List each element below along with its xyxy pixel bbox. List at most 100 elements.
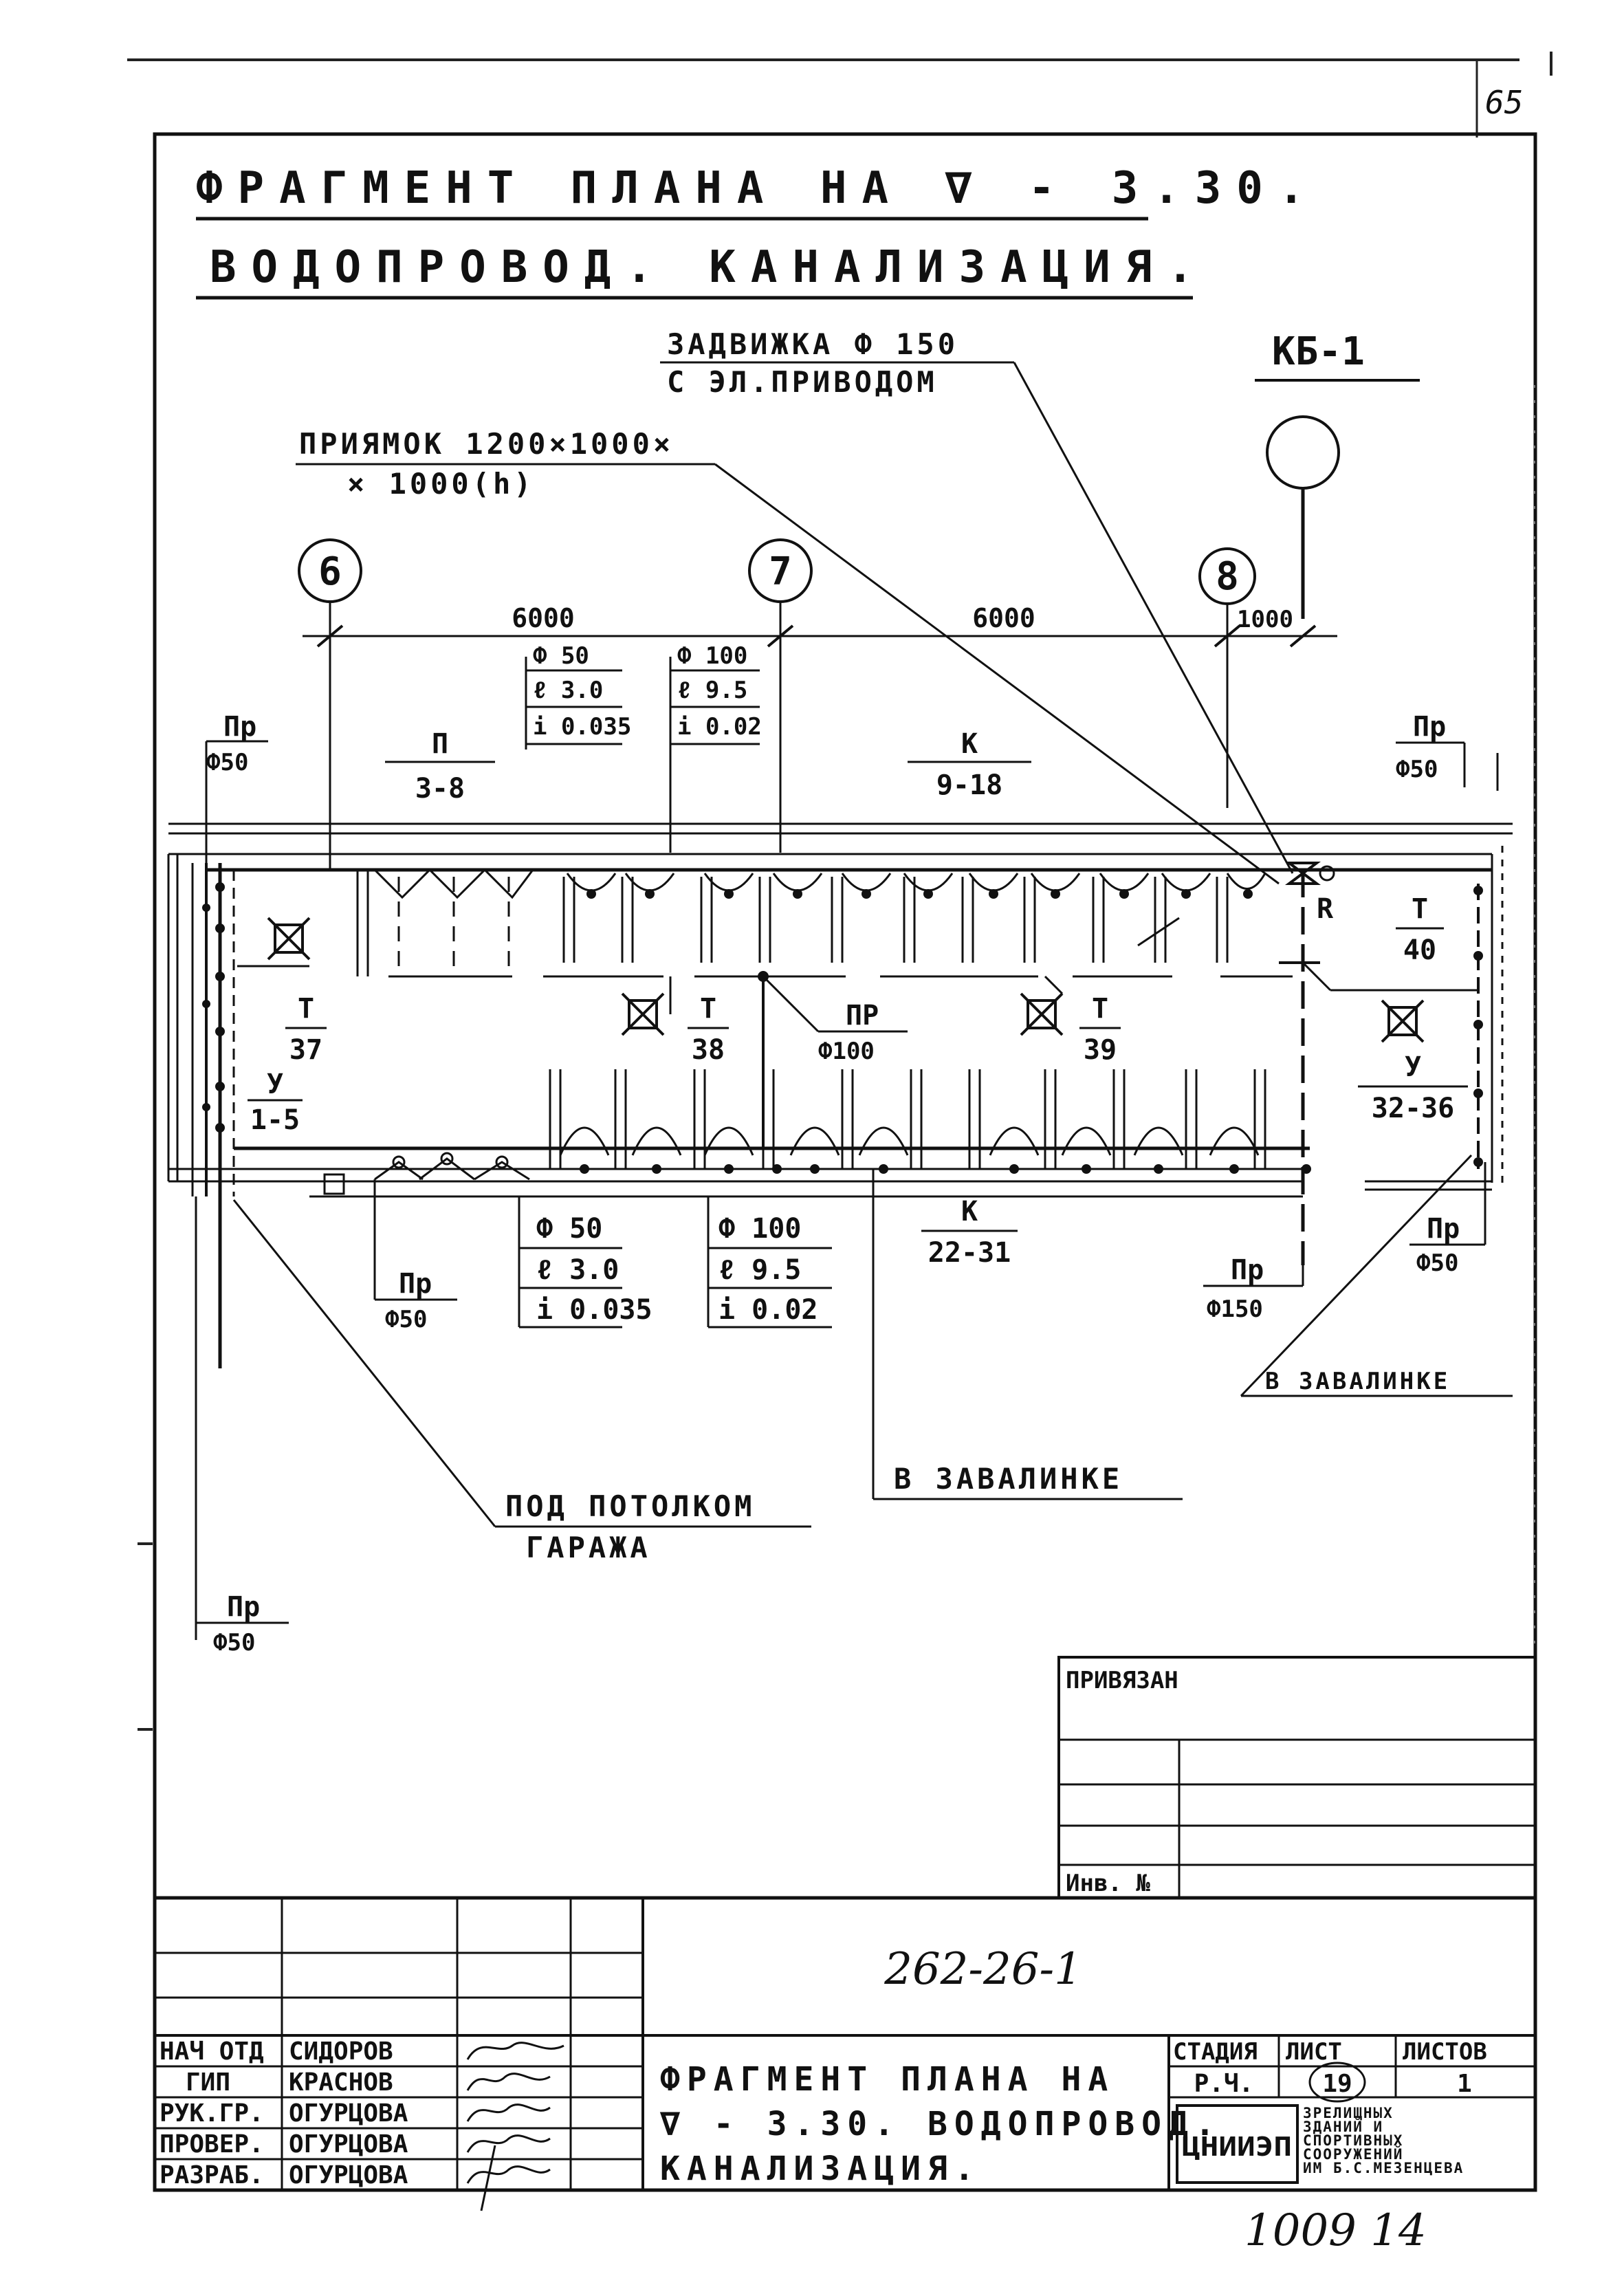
t40-top: Т bbox=[1412, 893, 1428, 925]
u1-bottom: 1-5 bbox=[250, 1104, 300, 1136]
riser-bottom-right-50-diameter: Ф50 bbox=[1416, 1249, 1458, 1277]
riser-bottom-right-150-type: Пр bbox=[1231, 1254, 1264, 1286]
top-stall-2 bbox=[621, 873, 675, 963]
fixture-group-t40: Т 40 bbox=[1396, 893, 1444, 966]
axis-7-label: 7 bbox=[769, 549, 792, 594]
floor-drain-40 bbox=[1381, 999, 1425, 1043]
drain-4 bbox=[793, 889, 802, 899]
fitting-1 bbox=[215, 882, 225, 892]
pipe-bottom-b-length: ℓ 9.5 bbox=[718, 1254, 801, 1286]
building-plan: R bbox=[167, 822, 1513, 1368]
org-line-4: СООРУЖЕНИЙ bbox=[1303, 2145, 1403, 2163]
drawing-name-line-1: ФРАГМЕНТ ПЛАНА НА bbox=[660, 2060, 1115, 2099]
drawing-title-line-2: ВОДОПРОВОД. КАНАЛИЗАЦИЯ. bbox=[210, 242, 1209, 293]
backfill-right-leader bbox=[1240, 1154, 1473, 1397]
washbasin-pipework bbox=[374, 1157, 530, 1181]
funnel-3 bbox=[483, 868, 534, 899]
bottom-drain-10 bbox=[1229, 1164, 1239, 1174]
fixture-group-p: П 3-8 bbox=[385, 728, 495, 805]
fixture-group-k2-bottom: 22-31 bbox=[928, 1237, 1011, 1269]
signature-2 bbox=[466, 2073, 551, 2091]
archive-number: 1009 14 bbox=[1244, 2205, 1427, 2256]
pipe-table-top-b: Ф 100 ℓ 9.5 i 0.02 bbox=[669, 642, 762, 853]
bottom-drain-3 bbox=[724, 1164, 734, 1174]
top-stall-10 bbox=[1154, 873, 1211, 963]
axis-6-label: 6 bbox=[318, 549, 342, 594]
riser-bottom-right-50-type: Пр bbox=[1427, 1213, 1460, 1245]
doc-number: 262-26-1 bbox=[884, 1944, 1082, 1995]
drain-7 bbox=[989, 889, 998, 899]
riser-far-bottom-left-diameter: Ф50 bbox=[213, 1629, 255, 1657]
floor-drains bbox=[267, 917, 1425, 1043]
binding-stamp-header: ПРИВЯЗАН bbox=[1066, 1667, 1178, 1694]
drawing-title-line-1: ФРАГМЕНТ ПЛАНА НА ∇ - 3.30. bbox=[196, 163, 1319, 214]
floor-drain-39-box bbox=[1027, 999, 1057, 1029]
pipe-top-b-diameter: Ф 100 bbox=[677, 642, 747, 670]
ceiling-leader bbox=[232, 1199, 496, 1527]
right-fitting-1 bbox=[1473, 886, 1483, 895]
fixture-group-t38: Т 38 bbox=[688, 993, 729, 1066]
drain-39-branch bbox=[1044, 975, 1064, 995]
pipe-top-b-slope: i 0.02 bbox=[677, 713, 762, 741]
pipe-top-a-diameter: Ф 50 bbox=[533, 642, 589, 670]
fixture-group-k-top: К 9-18 bbox=[908, 728, 1031, 801]
floor-drain-40-diag-2 bbox=[1381, 999, 1425, 1043]
fitting-9 bbox=[202, 1103, 210, 1111]
drain-2 bbox=[645, 889, 655, 899]
floor-drain-37-diag-2 bbox=[267, 917, 311, 961]
bottom-drain-11 bbox=[1302, 1164, 1311, 1174]
fitting-3 bbox=[215, 972, 225, 981]
fixture-group-k1-bottom: 9-18 bbox=[936, 769, 1002, 801]
floor-drain-38 bbox=[621, 992, 665, 1036]
org-logo: ЦНИИЭП bbox=[1176, 2104, 1299, 2184]
drain-5 bbox=[862, 889, 871, 899]
washbasin-3 bbox=[495, 1155, 509, 1169]
gate-valve-symbol bbox=[1285, 862, 1321, 885]
axis-6: 6 bbox=[298, 538, 362, 636]
top-stall-1 bbox=[562, 873, 617, 963]
top-stall-3 bbox=[700, 873, 754, 963]
binding-stamp: ПРИВЯЗАН Инв. № bbox=[1057, 1656, 1537, 1899]
u2-bottom: 32-36 bbox=[1372, 1093, 1454, 1124]
riser-right-top-diameter: Ф50 bbox=[1396, 756, 1438, 783]
name-2: КРАСНОВ bbox=[289, 2068, 393, 2097]
right-fitting-4 bbox=[1473, 1089, 1483, 1098]
org-logo-text: ЦНИИЭП bbox=[1182, 2132, 1292, 2162]
bottom-stall-7 bbox=[968, 1069, 1040, 1169]
bottom-drain-6 bbox=[879, 1164, 888, 1174]
title-block-frame bbox=[153, 1896, 1537, 2192]
top-stall-8 bbox=[1023, 873, 1081, 963]
riser-far-bottom-left-type: Пр bbox=[227, 1591, 260, 1623]
dimension-6000-b: 6000 bbox=[972, 603, 1035, 633]
bottom-stall-drains bbox=[580, 1164, 1311, 1174]
bottom-drain-8 bbox=[1082, 1164, 1091, 1174]
bottom-stall-10 bbox=[1185, 1069, 1260, 1169]
floor-drain-39-diag-2 bbox=[1020, 992, 1064, 1036]
role-2: ГИП bbox=[186, 2068, 230, 2097]
bottom-stall-3 bbox=[693, 1069, 754, 1169]
pipe-bottom-a-diameter: Ф 50 bbox=[536, 1213, 602, 1245]
bottom-drain-9 bbox=[1154, 1164, 1163, 1174]
fitting-5 bbox=[215, 1082, 225, 1091]
drawing-name-line-3: КАНАЛИЗАЦИЯ. bbox=[660, 2150, 981, 2188]
funnel-1 bbox=[373, 868, 431, 899]
fitting-2 bbox=[215, 923, 225, 933]
pipe-bottom-a-slope: i 0.035 bbox=[536, 1294, 652, 1326]
corner-mark: 65 bbox=[1485, 84, 1523, 121]
right-fitting-3 bbox=[1473, 1020, 1483, 1029]
pipe-top-a-length: ℓ 3.0 bbox=[533, 677, 603, 704]
riser-right-top-type: Пр bbox=[1413, 711, 1446, 743]
signature-4 bbox=[466, 2134, 551, 2153]
axis-8-label: 8 bbox=[1216, 554, 1239, 599]
org-line-3: СПОРТИВНЫХ bbox=[1303, 2132, 1403, 2149]
bottom-drain-2 bbox=[652, 1164, 661, 1174]
valve-leader-line bbox=[1013, 362, 1294, 874]
signature-5 bbox=[466, 2145, 551, 2211]
ceiling-label-line-2: ГАРАЖА bbox=[526, 1531, 651, 1564]
bottom-stall-1 bbox=[549, 1069, 610, 1169]
binding-stamp-inv: Инв. № bbox=[1066, 1870, 1150, 1897]
top-stall-drains bbox=[586, 889, 1253, 899]
backfill-right-label: В ЗАВАЛИНКЕ bbox=[1265, 1368, 1450, 1395]
bottom-drain-7 bbox=[1009, 1164, 1019, 1174]
